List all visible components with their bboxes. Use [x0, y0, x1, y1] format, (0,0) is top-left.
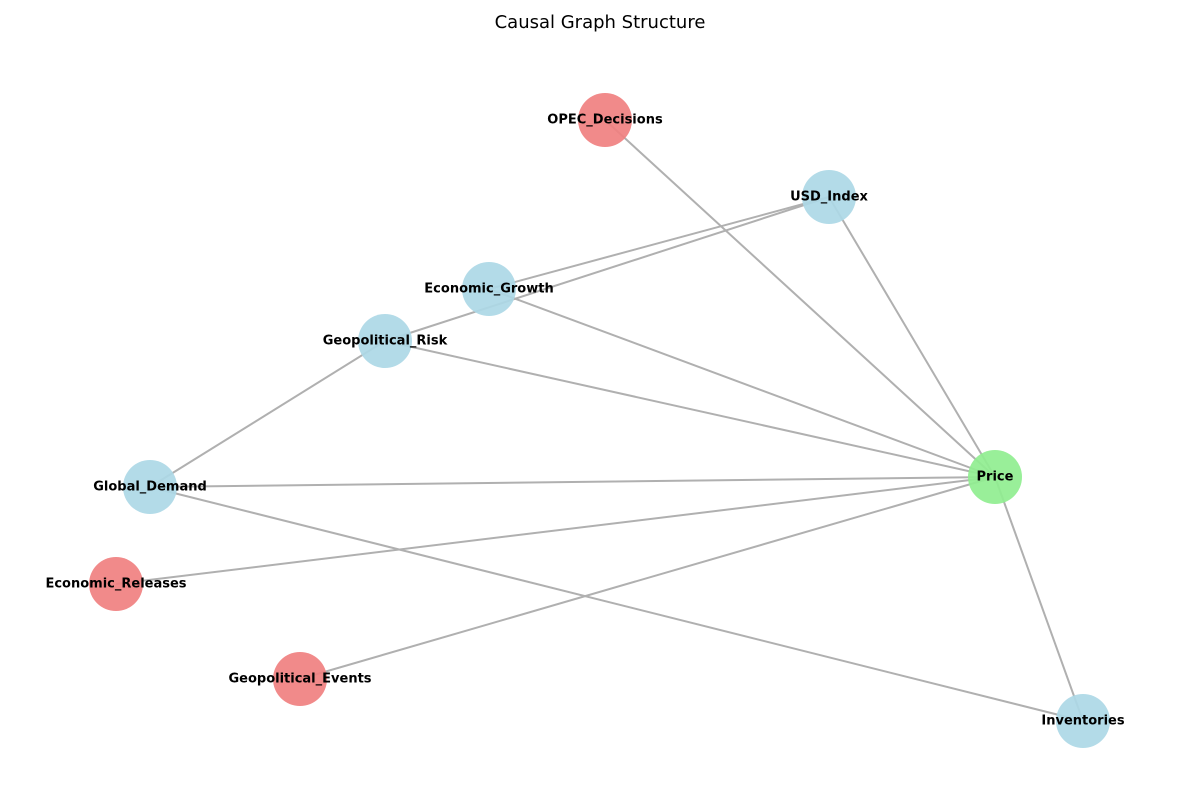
node-label-geopolitical-events: Geopolitical_Events	[228, 672, 371, 687]
edge-geopolitical-risk-to-price	[384, 340, 996, 478]
edge-inventories-to-price	[994, 476, 1084, 722]
edge-usd-index-to-price	[828, 196, 996, 478]
edge-economic-releases-to-price	[115, 476, 996, 585]
node-circle-geopolitical-risk	[358, 314, 412, 368]
node-circle-inventories	[1056, 694, 1110, 748]
node-label-economic-growth: Economic_Growth	[424, 282, 553, 297]
edge-geopolitical-risk-to-usd-index	[384, 196, 830, 342]
edge-global-demand-to-price	[149, 476, 996, 488]
edge-economic-growth-to-price	[488, 288, 996, 478]
edges-layer	[115, 119, 1084, 722]
node-geopolitical-risk: Geopolitical_Risk	[323, 314, 448, 368]
nodes-layer: OPEC_DecisionsUSD_IndexEconomic_GrowthGe…	[45, 93, 1125, 748]
node-inventories: Inventories	[1041, 694, 1125, 748]
node-label-economic-releases: Economic_Releases	[45, 577, 186, 592]
node-label-usd-index: USD_Index	[790, 190, 868, 205]
node-economic-growth: Economic_Growth	[424, 262, 554, 316]
edge-economic-growth-to-usd-index	[488, 196, 830, 290]
diagram-title: Causal Graph Structure	[494, 12, 706, 33]
node-global-demand: Global_Demand	[93, 460, 207, 514]
node-label-price: Price	[977, 470, 1014, 485]
node-opec-decisions: OPEC_Decisions	[547, 93, 663, 147]
node-label-geopolitical-risk: Geopolitical_Risk	[323, 334, 448, 349]
node-geopolitical-events: Geopolitical_Events	[228, 652, 372, 706]
node-circle-economic-releases	[89, 557, 143, 611]
node-circle-price	[968, 450, 1022, 504]
node-circle-usd-index	[802, 170, 856, 224]
node-circle-global-demand	[123, 460, 177, 514]
edge-global-demand-to-inventories	[149, 486, 1084, 722]
node-circle-geopolitical-events	[273, 652, 327, 706]
node-label-opec-decisions: OPEC_Decisions	[547, 113, 663, 128]
node-label-global-demand: Global_Demand	[93, 480, 207, 495]
node-circle-opec-decisions	[578, 93, 632, 147]
node-usd-index: USD_Index	[790, 170, 869, 224]
node-label-inventories: Inventories	[1041, 714, 1124, 729]
edge-opec-decisions-to-price	[604, 119, 996, 478]
node-circle-economic-growth	[462, 262, 516, 316]
edge-global-demand-to-geopolitical-risk	[149, 340, 386, 488]
edge-geopolitical-events-to-price	[299, 476, 996, 680]
node-price: Price	[968, 450, 1022, 504]
node-economic-releases: Economic_Releases	[45, 557, 187, 611]
